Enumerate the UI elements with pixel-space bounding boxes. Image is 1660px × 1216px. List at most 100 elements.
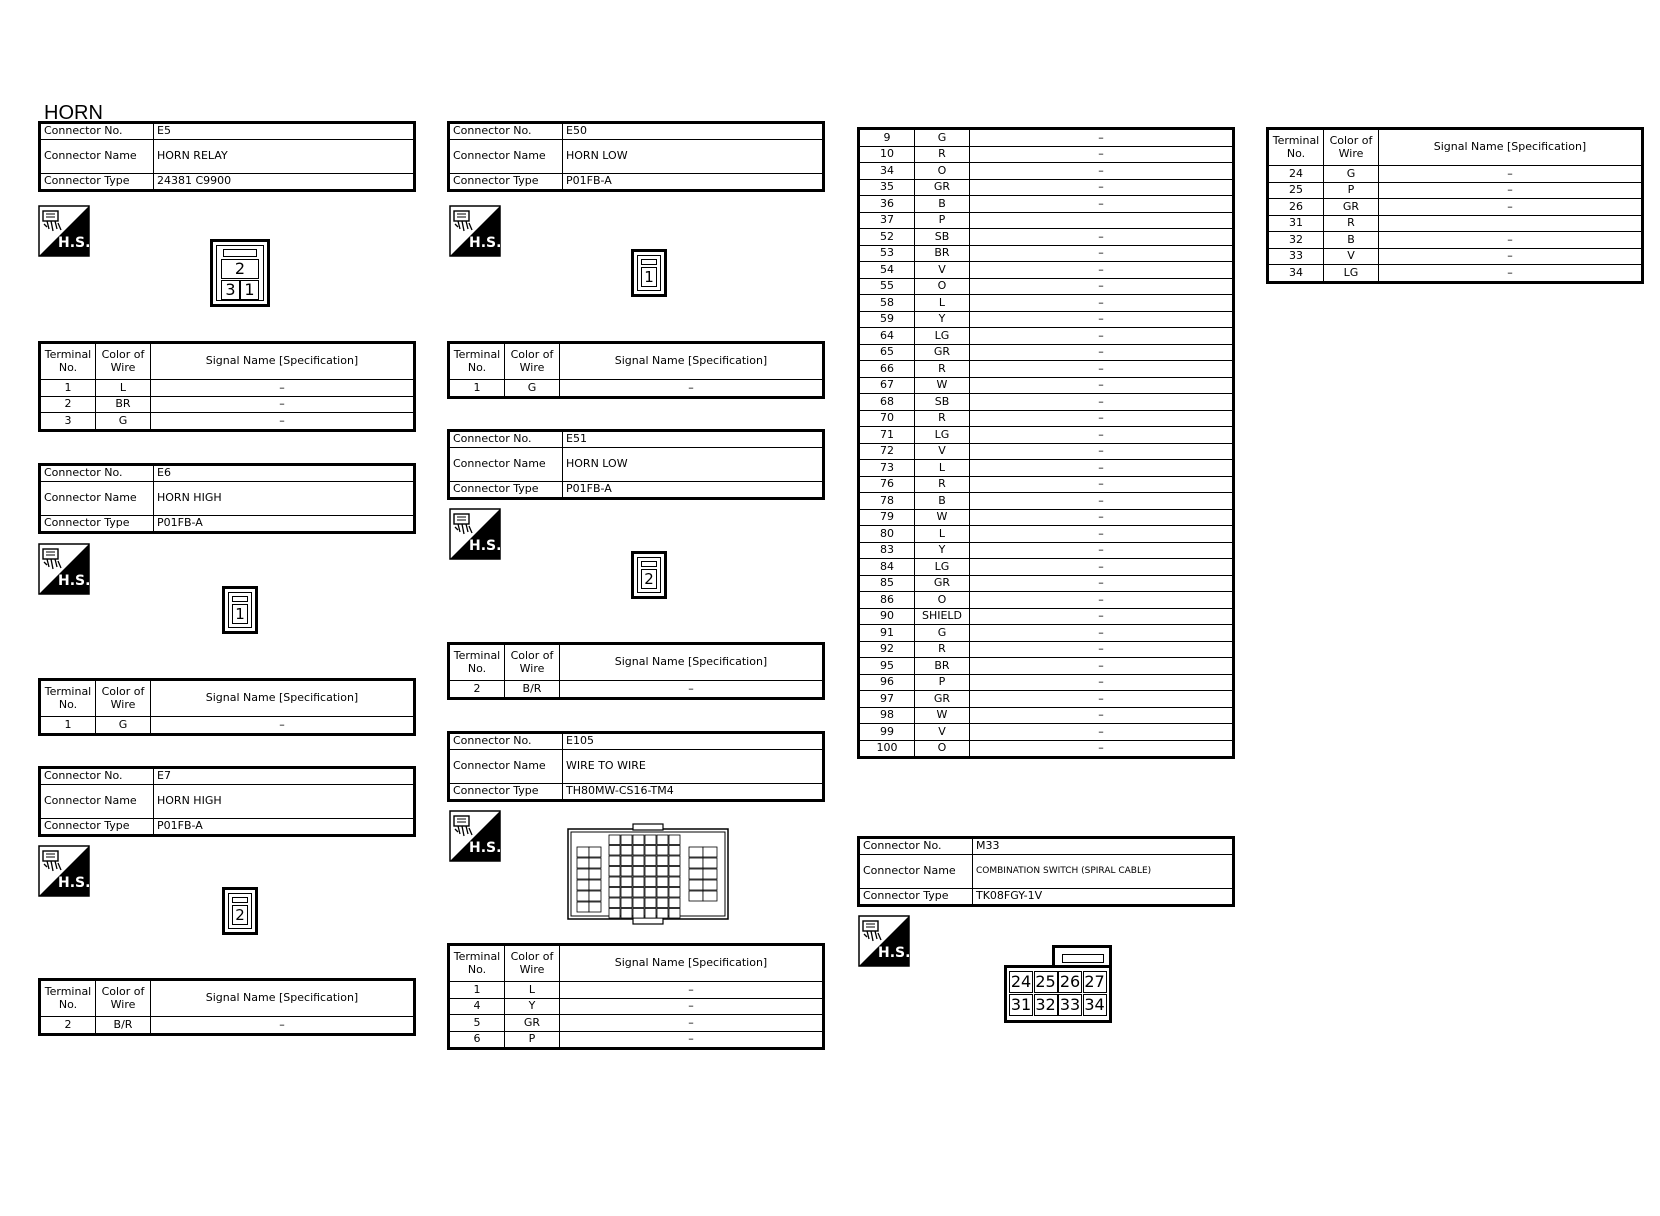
terminal-no-cell: 85	[858, 574, 915, 592]
signal-name-cell: –	[969, 277, 1234, 295]
hs-badge-label: H.S.	[73, 238, 74, 239]
pin-label: 24	[1009, 971, 1033, 993]
wire-color-cell: O	[914, 277, 970, 295]
terminal-no-cell: 99	[858, 723, 915, 741]
signal-name-cell: –	[1378, 231, 1643, 249]
terminal-no-cell: 92	[858, 640, 915, 658]
harness-side-icon: H.S.	[38, 205, 90, 257]
signal-name-cell: –	[969, 492, 1234, 510]
signal-name-cell: –	[1378, 198, 1643, 216]
signal-header: Signal Name [Specification]	[150, 342, 415, 380]
terminal-no-cell: 95	[858, 657, 915, 675]
connector-type-value: P01FB-A	[562, 481, 824, 499]
connector-name-label: Connector Name	[448, 749, 563, 784]
color-header: Color of Wire	[504, 643, 560, 681]
connector-name-value: HORN RELAY	[153, 139, 415, 174]
signal-name-cell: –	[969, 327, 1234, 345]
pin-label: 1	[232, 604, 248, 624]
connector-no-value: E5	[153, 122, 415, 140]
connector-e7-face: 2	[222, 887, 258, 935]
pin-label: 27	[1082, 971, 1107, 993]
wire-color-cell: GR	[914, 178, 970, 196]
signal-name-cell: –	[969, 706, 1234, 724]
signal-header: Signal Name [Specification]	[150, 979, 415, 1017]
wire-color-cell: O	[914, 162, 970, 180]
hs-badge-label: H.S.	[58, 573, 91, 589]
pin-label: 31	[1009, 994, 1033, 1016]
connector-no-value: E51	[562, 430, 824, 448]
signal-name-cell: –	[969, 343, 1234, 361]
hs-badge-label: H.S.	[469, 840, 502, 856]
wire-color-cell: GR	[1323, 198, 1379, 216]
signal-name-cell: –	[969, 508, 1234, 526]
wire-color-cell: R	[914, 409, 970, 427]
connector-name-label: Connector Name	[39, 481, 154, 516]
signal-name-cell: –	[969, 244, 1234, 262]
wire-color-cell: P	[914, 211, 970, 229]
wire-color-cell: LG	[914, 327, 970, 345]
terminal-no-cell: 32	[1267, 231, 1324, 249]
connector-e51-face: 2	[631, 551, 667, 599]
signal-name-cell: –	[1378, 181, 1643, 199]
connector-type-value: P01FB-A	[562, 173, 824, 191]
signal-name-cell	[1378, 214, 1643, 232]
wire-color-cell: B	[914, 492, 970, 510]
terminal-no-cell: 54	[858, 261, 915, 279]
wire-color-cell: L	[914, 294, 970, 312]
wire-color-cell: LG	[1323, 264, 1379, 283]
signal-name-cell	[969, 211, 1234, 229]
harness-side-icon: H.S.	[449, 810, 501, 862]
color-header: Color of Wire	[95, 979, 151, 1017]
connector-no-value: E6	[153, 464, 415, 482]
terminal-no-cell: 37	[858, 211, 915, 229]
terminal-no-header: Terminal No.	[39, 979, 96, 1017]
pin-label: 2	[221, 259, 259, 279]
signal-name-cell: –	[969, 607, 1234, 625]
terminal-no-cell: 9	[858, 128, 915, 147]
signal-name-cell: –	[969, 690, 1234, 708]
signal-name-cell: –	[969, 393, 1234, 411]
connector-e105-face	[567, 823, 729, 925]
wire-color-cell: P	[914, 673, 970, 691]
pin-label: 2	[232, 905, 248, 925]
connector-name-label: Connector Name	[448, 139, 563, 174]
wire-color-cell: R	[914, 145, 970, 163]
wire-color-cell: Y	[914, 310, 970, 328]
wire-color-cell: G	[1323, 165, 1379, 183]
terminal-no-cell: 84	[858, 558, 915, 576]
wire-color-cell: GR	[914, 574, 970, 592]
wire-color-cell: LG	[914, 558, 970, 576]
terminal-no-cell: 31	[1267, 214, 1324, 232]
connector-type-label: Connector Type	[39, 818, 154, 836]
